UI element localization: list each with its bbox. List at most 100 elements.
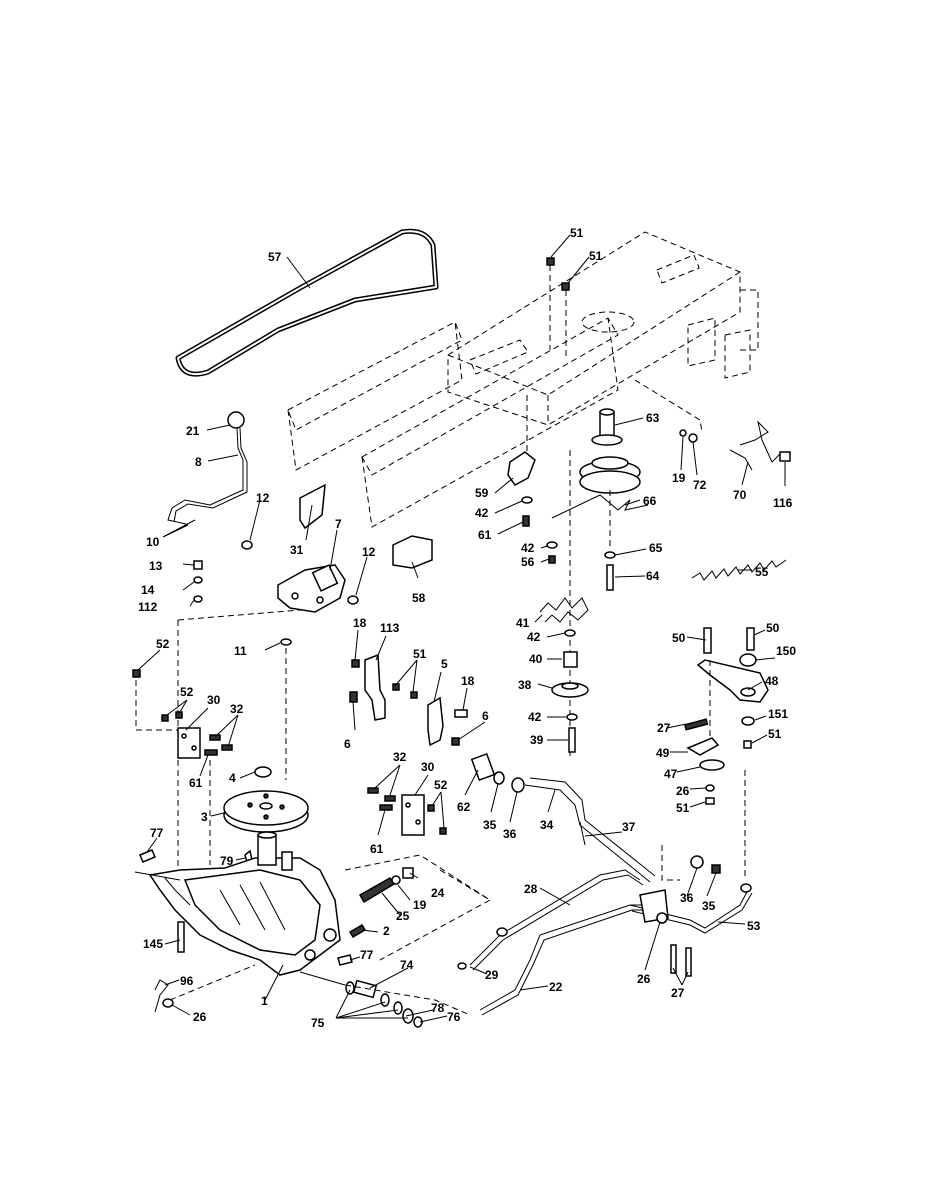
bolt-27a [683,718,709,731]
rod-28b [472,874,644,971]
label-24: 24 [431,886,445,900]
spacer-40 [563,651,578,668]
label-36b: 36 [680,891,694,905]
label-96: 96 [180,974,194,988]
label-42a: 42 [475,506,489,520]
label-116: 116 [773,496,793,510]
label-26b: 26 [637,972,651,986]
label-113: 113 [380,621,400,635]
label-5: 5 [441,657,448,671]
bolts-32a [209,734,233,751]
transaxle [134,831,346,986]
label-51b: 51 [589,249,603,263]
spacer-35b [711,864,721,874]
label-150: 150 [776,644,796,658]
label-35a: 35 [483,818,497,832]
label-31: 31 [290,543,304,557]
washer-26a [705,784,715,792]
label-53: 53 [747,919,761,933]
pulley-63 [579,408,641,494]
pulley-47 [699,759,725,771]
label-14: 14 [141,583,155,597]
label-48: 48 [765,674,779,688]
drive-belt [175,228,439,377]
label-51e: 51 [676,801,690,815]
spacer-29 [457,962,467,970]
part-labels: 57 51 51 21 8 12 10 31 7 13 14 112 12 58… [138,226,796,1030]
idler-bracket-41 [539,597,589,623]
spring-2 [348,923,367,939]
label-4: 4 [229,771,236,785]
label-47: 47 [664,767,678,781]
label-50b: 50 [766,621,780,635]
label-26c: 26 [193,1010,207,1024]
bracket-30a [177,727,201,759]
nuts-51c [392,683,418,699]
spacer-4 [254,766,272,778]
washer-12b [347,595,359,605]
shift-lever [167,411,248,525]
bolt-6b [451,737,460,746]
label-42b: 42 [521,541,535,555]
label-7: 7 [335,517,342,531]
bracket-30b [401,794,425,836]
label-2: 2 [383,924,390,938]
label-50a: 50 [672,631,686,645]
label-27a: 27 [657,721,671,735]
spacer-150 [739,653,757,667]
label-32a: 32 [230,702,244,716]
nuts-52c [427,804,447,835]
tractor-frame [287,231,759,528]
nut-51a [546,257,555,266]
label-38: 38 [518,678,532,692]
label-51d: 51 [768,727,782,741]
label-29: 29 [485,968,499,982]
washer-65 [604,551,616,559]
label-25: 25 [396,909,410,923]
bolt-18a [351,659,360,668]
bolt-61b [204,749,218,756]
label-22: 22 [549,980,563,994]
washer-26c [162,998,174,1008]
label-27b: 27 [671,986,685,1000]
label-61a: 61 [478,528,492,542]
label-70: 70 [733,488,747,502]
washer-42d [566,713,578,721]
label-19b: 19 [413,898,427,912]
label-76: 76 [447,1010,461,1024]
label-74: 74 [400,958,414,972]
label-145: 145 [143,937,163,951]
label-32b: 32 [393,750,407,764]
washer-42b [546,541,558,549]
bracket-58 [392,535,433,569]
nut-51e [705,797,715,805]
label-21: 21 [186,424,200,438]
bolts-32b [367,787,396,802]
bracket-7 [277,564,346,613]
label-52a: 52 [156,637,170,651]
label-19a: 19 [672,471,686,485]
label-52b: 52 [180,685,194,699]
bracket-48 [696,659,769,703]
key-77b [337,954,353,966]
spring-25 [358,877,396,904]
label-1: 1 [261,994,268,1008]
label-112: 112 [138,600,158,614]
label-66: 66 [643,494,657,508]
bracket-31 [299,483,326,530]
bracket-49 [686,737,720,756]
idler-arm-59 [507,451,536,486]
label-39: 39 [530,733,544,747]
label-56: 56 [521,555,535,569]
label-3: 3 [201,810,208,824]
label-18b: 18 [461,674,475,688]
label-65: 65 [649,541,663,555]
label-13: 13 [149,559,163,573]
label-41: 41 [516,616,530,630]
label-51c: 51 [413,647,427,661]
washer-72 [688,433,698,443]
label-12a: 12 [256,491,270,505]
pulley-3 [223,790,309,833]
washer-42c [564,629,576,637]
label-61c: 61 [370,842,384,856]
